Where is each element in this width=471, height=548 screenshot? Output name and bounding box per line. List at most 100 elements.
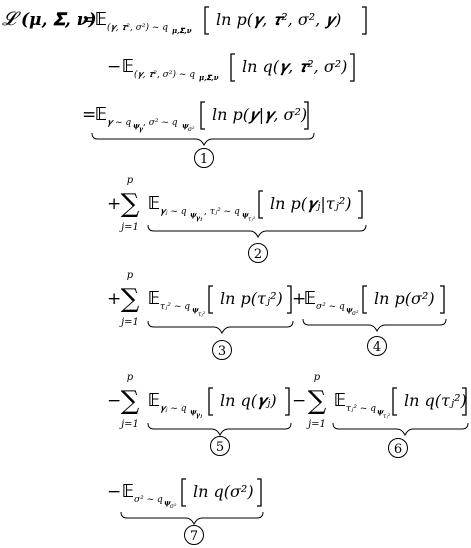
- term-2: 𝔼 𝜸ⱼ ~ q 𝝍 𝜸ⱼ , τⱼ² ~ q 𝝍 τⱼ² ln p(𝜸ⱼ|τⱼ…: [147, 190, 367, 263]
- term-label-circle: [212, 340, 232, 360]
- expectation-subscript-psi: 𝝍: [346, 305, 353, 314]
- left-bracket: [200, 101, 205, 130]
- expectation-subscript: 𝜸 ~ q: [107, 118, 131, 128]
- minus-sign-1: −: [107, 57, 121, 77]
- expectation-symbol: 𝔼: [95, 9, 107, 30]
- left-bracket: [392, 387, 397, 416]
- expectation-subscript-psi: 𝝍: [190, 210, 197, 219]
- right-bracket: [358, 190, 363, 219]
- expectation-subscript-index: σ²: [170, 503, 177, 510]
- underbrace: [147, 320, 294, 335]
- expectation-subscript-psi: 𝝍: [377, 407, 384, 416]
- underbrace: [147, 422, 292, 437]
- left-bracket: [362, 285, 367, 314]
- term-label: 1: [200, 152, 208, 167]
- plus-sign-3: +: [292, 289, 306, 309]
- expectation-subscript-index: 𝜸ⱼ: [196, 412, 202, 419]
- summation-1: p ∑ j=1: [119, 175, 140, 233]
- term-3: 𝔼 τⱼ² ~ q 𝝍 τⱼ² ln p(τⱼ²) 3: [147, 285, 294, 360]
- expectation-body: ln q(𝜸, 𝝉², σ²): [242, 57, 347, 76]
- term-label-circle: [194, 148, 214, 168]
- summation-3: p ∑ j=1: [119, 372, 140, 430]
- expectation-subscript-psi-2: 𝝍: [182, 121, 189, 130]
- expectation-subscript-index: 𝜸: [139, 126, 144, 133]
- expectation-subscript: σ² ~ q: [316, 302, 345, 312]
- right-bracket: [257, 478, 262, 507]
- sum-upper: p: [127, 372, 134, 383]
- expectation-subscript-index: τⱼ²: [383, 413, 391, 420]
- sum-lower: j=1: [306, 419, 326, 430]
- right-bracket: [287, 285, 292, 314]
- term-label-circle: [184, 525, 204, 545]
- expectation-term-joint: 𝔼 (𝜸, 𝝉², σ²) ~ q 𝝁,𝚺,𝝂 ln p(𝜸, 𝝉², σ², …: [95, 6, 367, 35]
- term-label-circle: [367, 336, 387, 356]
- expectation-symbol: 𝔼: [148, 193, 160, 214]
- expectation-body: ln q(τⱼ²): [404, 391, 467, 410]
- term-label-circle: [248, 243, 268, 263]
- sum-upper: p: [127, 270, 134, 281]
- expectation-subscript-index-2: τⱼ²: [248, 216, 256, 223]
- expectation-subscript-psi: 𝝍: [133, 121, 140, 130]
- expectation-symbol: 𝔼: [95, 104, 107, 125]
- summation-4: p ∑ j=1: [306, 372, 327, 430]
- summation-2: p ∑ j=1: [119, 270, 140, 328]
- expectation-subscript-index: 𝝁,𝚺,𝝂: [172, 26, 192, 35]
- expectation-subscript-index-2: σ²: [188, 126, 195, 133]
- term-label: 7: [190, 529, 198, 544]
- equals-sign-2: =: [82, 105, 96, 125]
- lhs-args: (𝝁, 𝚺, 𝝂): [21, 10, 97, 30]
- expectation-body: ln p(𝜸, 𝝉², σ², 𝒚): [216, 10, 341, 29]
- expectation-subscript: 𝜸ⱼ ~ q: [160, 207, 187, 217]
- sum-symbol: ∑: [121, 189, 140, 219]
- underbrace: [91, 132, 315, 147]
- right-bracket: [440, 285, 445, 314]
- expectation-subscript: σ² ~ q: [134, 495, 163, 505]
- sum-lower: j=1: [119, 317, 139, 328]
- plus-sign-2: +: [107, 289, 121, 309]
- right-bracket: [350, 53, 355, 82]
- expectation-symbol: 𝔼: [304, 288, 316, 309]
- expectation-body: ln q(𝜸ⱼ): [220, 391, 277, 410]
- expectation-subscript-psi: 𝝍: [192, 305, 199, 314]
- expectation-subscript: (𝜸, 𝝉², σ²) ~ q: [134, 69, 195, 80]
- sum-lower: j=1: [119, 222, 139, 233]
- right-bracket: [462, 387, 467, 416]
- left-bracket: [208, 285, 213, 314]
- equals-sign-1: =: [82, 10, 96, 30]
- expectation-subscript-psi: 𝝍: [190, 407, 197, 416]
- expectation-symbol: 𝔼: [334, 390, 346, 411]
- expectation-subscript-index: σ²: [352, 310, 359, 317]
- term-5: 𝔼 𝜸ⱼ ~ q 𝝍 𝜸ⱼ ln q(𝜸ⱼ) 5: [147, 387, 292, 456]
- expectation-symbol: 𝔼: [148, 390, 160, 411]
- term-label: 3: [218, 344, 226, 359]
- sum-upper: p: [127, 175, 134, 186]
- term-label: 2: [254, 247, 262, 262]
- left-bracket: [258, 190, 263, 219]
- plus-sign-1: +: [107, 194, 121, 214]
- sum-upper: p: [314, 372, 321, 383]
- expectation-subscript: (𝜸, 𝝉², σ²) ~ q: [107, 22, 168, 33]
- left-bracket: [181, 478, 186, 507]
- expectation-body: ln p(σ²): [374, 289, 435, 308]
- expectation-body: ln p(𝜸ⱼ|τⱼ²): [270, 194, 352, 213]
- expectation-subscript: 𝜸ⱼ ~ q: [160, 404, 187, 414]
- term-label: 5: [216, 440, 224, 455]
- underbrace: [302, 318, 447, 333]
- expectation-subscript-index: 𝜸ⱼ: [196, 215, 202, 222]
- term-4: 𝔼 σ² ~ q 𝝍 σ² ln p(σ²) 4: [302, 285, 447, 356]
- underbrace: [147, 224, 367, 239]
- left-bracket: [204, 6, 209, 35]
- term-6: 𝔼 τⱼ² ~ q 𝝍 τⱼ² ln q(τⱼ²) 6: [332, 387, 469, 458]
- expectation-body: ln p(𝒚|𝜸, σ²): [212, 105, 307, 124]
- sum-symbol: ∑: [308, 386, 327, 416]
- term-label: 6: [394, 442, 402, 457]
- term-label: 4: [373, 340, 381, 355]
- expectation-subscript: τⱼ² ~ q: [160, 302, 190, 312]
- expectation-subscript-psi: 𝝍: [164, 498, 171, 507]
- expectation-term-variational: 𝔼 (𝜸, 𝝉², σ²) ~ q 𝝁,𝚺,𝝂 ln q(𝜸, 𝝉², σ²): [122, 53, 355, 82]
- sum-symbol: ∑: [121, 284, 140, 314]
- expectation-subscript-second: , τⱼ² ~ q: [204, 207, 240, 217]
- right-bracket: [362, 6, 367, 35]
- expectation-subscript-second: , σ² ~ q: [143, 118, 178, 128]
